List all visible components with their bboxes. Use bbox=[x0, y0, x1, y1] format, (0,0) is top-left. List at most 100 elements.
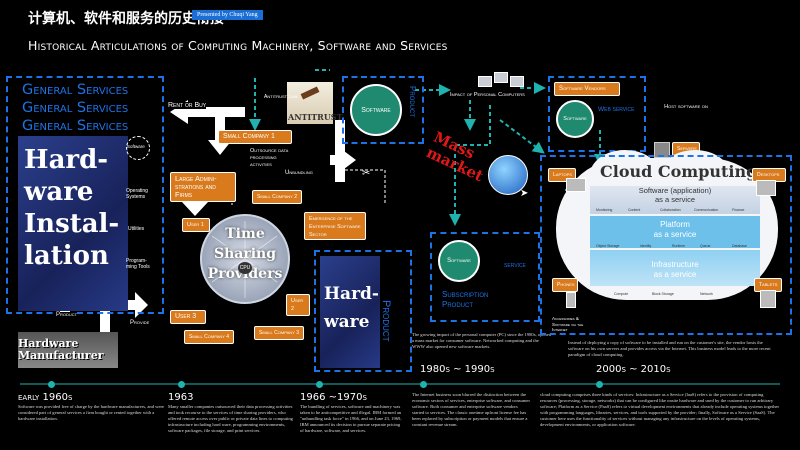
title-chinese: 计算机、软件和服务的历史衔接 bbox=[28, 11, 224, 27]
cloud-icon-database: Database bbox=[732, 244, 747, 248]
user-3: User 3 bbox=[170, 310, 206, 324]
provide-label: Provide bbox=[130, 320, 150, 326]
web-globe-icon bbox=[488, 155, 528, 195]
cloud-icon-communication: Communication bbox=[694, 208, 719, 212]
era-1-text: Software was provided free of charge by … bbox=[18, 404, 165, 421]
server-icon bbox=[654, 142, 670, 158]
timeline-dot-4 bbox=[420, 381, 427, 388]
small-company-3: Small Company 3 bbox=[254, 326, 304, 340]
hardware-manufacturer-image bbox=[18, 332, 118, 368]
saas-layer: Software (application)as a service bbox=[590, 186, 760, 214]
software-vendors-panel: Software Vendors Software Web service bbox=[548, 76, 646, 152]
hardware-installation-label: Hard- ware Instal- lation bbox=[24, 145, 120, 271]
timeline-dot-1 bbox=[48, 381, 55, 388]
side-prog-label: Program- ming Tools bbox=[126, 258, 150, 270]
scissors-icon: ✂ bbox=[362, 168, 371, 179]
phones-box: Phones bbox=[552, 278, 578, 292]
laptop-icon bbox=[566, 178, 586, 192]
cloud-computing-label: Cloud Computing bbox=[600, 162, 758, 181]
cloud-icon-monitoring: Monitoring bbox=[596, 208, 613, 212]
outsource-label: Outsource data processing activities bbox=[250, 148, 289, 168]
web-service-label: Web service bbox=[598, 106, 635, 113]
software-top-circle: Software bbox=[350, 84, 402, 136]
era-2-text: Many smaller companies outsourced their … bbox=[168, 404, 293, 433]
era-3-text: The bundling of services, software and m… bbox=[300, 404, 402, 433]
arrow-rent-or-buy bbox=[170, 100, 245, 124]
antitrust-image bbox=[287, 82, 333, 124]
product-left-label: Product bbox=[56, 312, 78, 318]
hardware-installation-panel: Hard- ware Instal- lation bbox=[18, 136, 128, 311]
cloud-icon-content: Content bbox=[628, 208, 641, 212]
era-5-text: cloud computing comprises three kinds of… bbox=[540, 392, 780, 427]
general-services-panel: General Services General Services Genera… bbox=[6, 76, 164, 314]
gavel-icon bbox=[300, 86, 320, 100]
phone-icon bbox=[566, 292, 576, 308]
era-4-text: The Internet business soon blurred the d… bbox=[412, 392, 530, 427]
small-company-1: Small Company 1 bbox=[218, 130, 292, 144]
software-vendors-box: Software Vendors bbox=[554, 82, 620, 96]
software-ring bbox=[126, 136, 150, 160]
rent-or-buy-label: Rent or Buy bbox=[168, 102, 207, 109]
timeline-dot-3 bbox=[316, 381, 323, 388]
cloud-icon-runtime: Runtime bbox=[672, 244, 686, 248]
unbundling-label: Unbundling bbox=[285, 170, 313, 176]
side-software-label: Software bbox=[127, 144, 145, 149]
hardware-product-panel: Hard- ware Product bbox=[314, 250, 412, 372]
small-company-4: Small Company 4 bbox=[184, 330, 234, 344]
product-top-label: Product bbox=[408, 86, 417, 117]
cpu-chip-icon: CPU bbox=[238, 262, 252, 274]
side-os-label: Operating Systems bbox=[126, 188, 148, 200]
subscription-label: Subscription Product bbox=[442, 290, 489, 309]
antitrust-law-label: Antitrust Law bbox=[264, 94, 298, 100]
tablet-icon bbox=[760, 290, 776, 308]
pc-network-icon bbox=[478, 72, 524, 90]
era-2: 1963 bbox=[168, 392, 194, 403]
cloud-description: Instead of deploying a copy of software … bbox=[568, 340, 771, 357]
product-center-label: Product bbox=[380, 300, 392, 342]
hardware-center-label: Hard- ware bbox=[324, 284, 379, 332]
cloud-panel bbox=[540, 155, 792, 335]
cloud-icon-block-storage: Block Storage bbox=[652, 292, 674, 296]
software-web-circle: Software bbox=[556, 100, 594, 138]
general-services-label-3: General Services bbox=[22, 118, 129, 134]
cloud-icon-queue: Queue bbox=[700, 244, 711, 248]
user-2: User 2 bbox=[286, 294, 310, 316]
desktop-icon bbox=[756, 180, 776, 196]
timeline-dot-5 bbox=[596, 381, 603, 388]
hardware-manufacturer-label: Hardware Manufacturer bbox=[18, 337, 104, 362]
cloud-icon-object-storage: Object Storage bbox=[596, 244, 620, 248]
software-sub-circle: Software bbox=[438, 240, 480, 282]
cursor-icon: ➤ bbox=[520, 188, 529, 199]
presenter-badge: Presented by Chuqi Yang bbox=[192, 10, 263, 20]
user-1: User 1 bbox=[182, 218, 210, 232]
cloud-icon-collaboration: Collaboration bbox=[660, 208, 681, 212]
hardware-product-image: Hard- ware bbox=[320, 256, 380, 368]
pc-description: The growing impact of the personal compu… bbox=[412, 332, 552, 349]
general-services-label-2: General Services bbox=[22, 100, 129, 116]
antitrust-label: ANTITRUST bbox=[288, 112, 343, 122]
host-software-label: Host software on bbox=[664, 104, 708, 110]
accessories-label: Accessories & Software via the Internet bbox=[552, 316, 584, 332]
timeline-dot-2 bbox=[178, 381, 185, 388]
title-english: Historical Articulations of Computing Ma… bbox=[28, 38, 448, 53]
small-company-2: Small Company 2 bbox=[252, 190, 302, 204]
era-4: 1980s ~ 1990s bbox=[420, 364, 495, 375]
cloud-icon-compute: Compute bbox=[614, 292, 629, 296]
service-label: service bbox=[504, 262, 526, 269]
software-product-panel: Software Product bbox=[342, 76, 424, 144]
cloud-icon-identity: Identity bbox=[640, 244, 652, 248]
side-utilities-label: Utilities bbox=[128, 226, 145, 232]
emergence-box: Emergence of the Enterprise Software Sec… bbox=[304, 212, 366, 240]
impact-pc-label: Impact of Personal Computers bbox=[450, 92, 525, 98]
general-services-label-1: General Services bbox=[22, 82, 129, 98]
cloud-icon-network: Network bbox=[700, 292, 713, 296]
time-sharing-globe: Time Sharing Providers CPU bbox=[200, 214, 290, 304]
large-admin-box: Large Admini-strations and Firms bbox=[170, 172, 236, 202]
cloud-icon-finance: Finance bbox=[732, 208, 745, 212]
era-1: early 1960s bbox=[18, 392, 73, 403]
time-sharing-label: Time Sharing Providers bbox=[207, 226, 283, 282]
subscription-panel: Software service Subscription Product bbox=[430, 232, 540, 322]
era-3: 1966 ~1970s bbox=[300, 392, 367, 403]
